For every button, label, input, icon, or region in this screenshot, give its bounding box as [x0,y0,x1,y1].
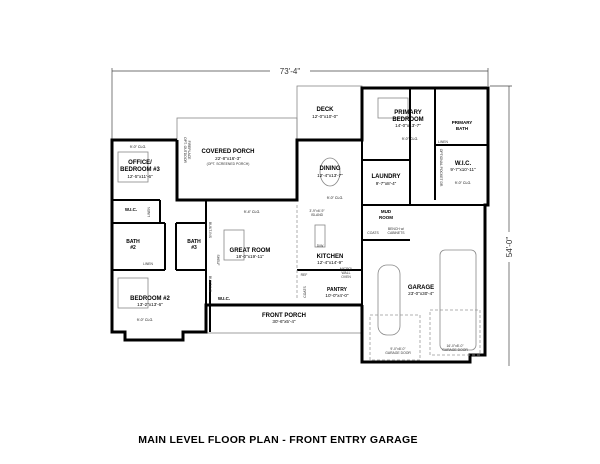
svg-text:23'-0"x30'-4": 23'-0"x30'-4" [408,291,434,296]
svg-text:PANTRY: PANTRY [327,287,348,293]
svg-text:COATS: COATS [367,231,379,235]
svg-text:9'-7"x8'-4": 9'-7"x8'-4" [376,181,397,186]
room-deck: DECK 12'-0"x10'-0" [312,107,338,119]
svg-text:W.I.C.: W.I.C. [125,207,137,212]
svg-text:OVEN: OVEN [341,275,351,279]
svg-text:MUD: MUD [381,209,392,214]
room-bath3: BATH #3 [187,239,201,251]
svg-text:OPTIONAL POCKET DR.: OPTIONAL POCKET DR. [439,149,443,188]
plan-title: MAIN LEVEL FLOOR PLAN - FRONT ENTRY GARA… [138,434,418,446]
furniture [117,97,481,361]
room-covered-porch: COVERED PORCH 22'-8"x16'-3" (OPT. SCREEN… [183,137,255,166]
svg-text:GARAGE: GARAGE [408,285,434,291]
svg-text:9'-0" CLG.: 9'-0" CLG. [137,318,154,322]
room-office: 9'-0" CLG. OFFICE/ BEDROOM #3 12'-5"x11'… [120,145,160,179]
svg-text:OPT. OUTDOOR: OPT. OUTDOOR [183,137,187,163]
svg-text:DECK: DECK [316,107,334,113]
depth-label: 54'-0" [505,237,514,258]
depth-dimension: 54'-0" [490,85,514,366]
svg-text:12'-0"x10'-0": 12'-0"x10'-0" [312,114,338,119]
svg-text:3'-9"x6'-9": 3'-9"x6'-9" [309,209,325,213]
svg-text:22'-8"x16'-3": 22'-8"x16'-3" [215,156,241,161]
room-front-porch: FRONT PORCH 30'-6"x5'-4" [262,313,306,324]
room-kitchen: 3'-9"x6'-9" ISLAND D/W KITCHEN 12'-4"x14… [301,209,353,279]
room-primary-wic: W.I.C. 9'-7"x10'-11" 9'-0" CLG. OPTIONAL… [439,149,476,188]
room-laundry: LAUNDRY 9'-7"x8'-4" [371,174,400,186]
room-bedroom2: BEDROOM #2 13'-2"x13'-6" 9'-0" CLG. [130,296,170,322]
svg-text:D/W: D/W [317,244,324,248]
svg-text:PRIMARY: PRIMARY [452,120,473,125]
svg-text:W.I.C.: W.I.C. [218,296,230,301]
svg-text:BEDROOM #2: BEDROOM #2 [130,296,170,302]
svg-text:BATH: BATH [187,239,201,245]
svg-text:10'-0"x4'-0": 10'-0"x4'-0" [325,293,349,298]
exterior-walls [110,86,490,364]
room-bath2: BATH #2 LINEN [126,239,153,266]
svg-text:13'-2"x13'-6": 13'-2"x13'-6" [137,302,163,307]
svg-text:CABINETS: CABINETS [388,231,406,235]
svg-text:WALL: WALL [341,271,350,275]
svg-text:LINEN: LINEN [438,140,449,144]
svg-text:GREAT ROOM: GREAT ROOM [230,248,271,254]
svg-text:9'-7"x10'-11": 9'-7"x10'-11" [450,167,476,172]
svg-text:FRONT PORCH: FRONT PORCH [262,313,306,319]
svg-text:12'-4"x13'-7": 12'-4"x13'-7" [317,173,343,178]
svg-text:14'-0"x13'-7": 14'-0"x13'-7" [395,123,421,128]
svg-text:18'-0"x19'-11": 18'-0"x19'-11" [236,254,264,259]
svg-text:W.I.C.: W.I.C. [455,161,472,167]
svg-text:BATH: BATH [456,126,468,131]
room-bedroom2-wic: W.I.C. [218,296,230,301]
svg-text:9'-4" CLG.: 9'-4" CLG. [244,210,261,214]
svg-text:COATS: COATS [303,286,307,298]
svg-text:LINEN: LINEN [143,262,154,266]
width-dimension: 73'-4" [111,67,489,140]
svg-text:30'-6"x5'-4": 30'-6"x5'-4" [272,319,296,324]
interior-walls [112,88,488,332]
svg-text:KITCHEN: KITCHEN [317,254,344,260]
width-label: 73'-4" [280,67,301,76]
room-pantry: PANTRY 10'-0"x4'-0" COATS [303,286,349,298]
svg-text:12'-4"x14'-9": 12'-4"x14'-9" [317,260,343,265]
svg-text:DINING: DINING [320,166,341,172]
svg-text:#3: #3 [191,245,197,251]
svg-text:FIREPLACE: FIREPLACE [187,141,191,161]
svg-text:16'-0"x8'-0": 16'-0"x8'-0" [446,344,464,348]
room-primary-bedroom: PRIMARY BEDROOM 14'-0"x13'-7" 9'-0" CLG. [392,110,423,141]
svg-text:9'-0" CLG.: 9'-0" CLG. [402,137,419,141]
deck-outline [296,85,363,141]
svg-text:BUILT-INS: BUILT-INS [208,222,212,239]
room-great-room: 9'-4" CLG. GREAT ROOM 18'-0"x19'-11" BUI… [208,210,270,293]
svg-text:ROOM: ROOM [379,215,393,220]
room-dining: DINING 12'-4"x13'-7" 9'-0" CLG. [317,166,343,200]
svg-text:12'-5"x11'-6": 12'-5"x11'-6" [127,174,153,179]
svg-text:COVERED PORCH: COVERED PORCH [201,149,254,155]
svg-text:BENCH w/: BENCH w/ [388,227,404,231]
svg-text:GARAGE DOOR: GARAGE DOOR [442,348,468,352]
svg-text:9'-0" CLG.: 9'-0" CLG. [455,181,472,185]
svg-text:GARAGE DOOR: GARAGE DOOR [385,351,411,355]
svg-text:SHELF: SHELF [216,255,220,266]
svg-text:BEDROOM #3: BEDROOM #3 [120,167,160,173]
svg-text:BEDROOM: BEDROOM [392,117,423,123]
svg-text:ISLAND: ISLAND [311,213,324,217]
svg-text:OFFICE/: OFFICE/ [128,160,152,166]
room-primary-bath: PRIMARY BATH LINEN [438,120,472,144]
room-garage: GARAGE 23'-0"x30'-4" 9'-0"x8'-0" GARAGE … [385,285,468,355]
svg-text:MICRO/: MICRO/ [340,267,352,271]
svg-text:#2: #2 [130,245,136,251]
svg-text:BATH: BATH [126,239,140,245]
svg-text:BUILT-INS: BUILT-INS [208,276,212,293]
svg-text:9'-0" CLG.: 9'-0" CLG. [327,196,344,200]
svg-text:9'-0"x8'-0": 9'-0"x8'-0" [390,347,406,351]
svg-text:9'-0" CLG.: 9'-0" CLG. [130,145,147,149]
svg-text:LINEN: LINEN [147,206,151,217]
svg-text:(OPT. SCREENED PORCH): (OPT. SCREENED PORCH) [207,162,250,166]
svg-text:REF: REF [301,273,308,277]
room-office-wic: W.I.C. LINEN [125,206,151,217]
svg-text:PRIMARY: PRIMARY [394,110,421,116]
svg-text:LAUNDRY: LAUNDRY [371,174,400,180]
room-mud-room: MUD ROOM COATS BENCH w/ CABINETS [367,209,405,235]
